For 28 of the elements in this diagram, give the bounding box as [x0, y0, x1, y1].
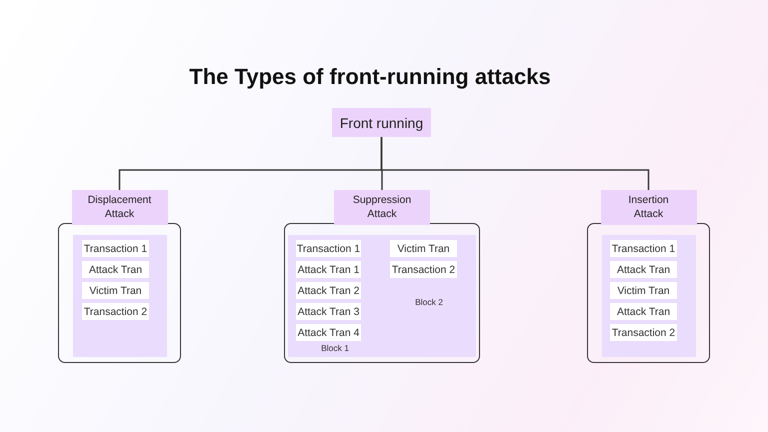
transaction-item: Transaction 2: [610, 324, 677, 341]
block-label: Block 2: [414, 297, 444, 307]
transaction-item: Attack Tran 3: [296, 303, 361, 320]
transaction-item: Transaction 1: [610, 240, 677, 257]
category-heading: Displacement Attack: [72, 190, 168, 225]
diagram-title: The Types of front-running attacks: [188, 64, 552, 90]
transaction-item: Attack Tran: [610, 303, 677, 320]
transaction-item: Victim Tran: [610, 282, 677, 299]
transaction-item: Victim Tran: [390, 240, 457, 257]
transaction-item: Transaction 2: [390, 261, 457, 278]
transaction-item: Attack Tran 2: [296, 282, 361, 299]
transaction-item: Transaction 1: [82, 240, 149, 257]
transaction-item: Transaction 2: [82, 303, 149, 320]
transaction-item: Attack Tran 1: [296, 261, 361, 278]
block-label: Block 1: [320, 343, 350, 353]
block-panel: [382, 235, 476, 357]
transaction-item: Attack Tran: [82, 261, 149, 278]
transaction-item: Attack Tran 4: [296, 324, 361, 341]
transaction-item: Transaction 1: [296, 240, 361, 257]
category-heading: Insertion Attack: [600, 190, 696, 225]
block-panel: [288, 235, 382, 357]
category-heading: Suppression Attack: [334, 190, 430, 225]
transaction-item: Attack Tran: [610, 261, 677, 278]
root-box: Front running: [332, 108, 431, 137]
transaction-item: Victim Tran: [82, 282, 149, 299]
connector-line: [380, 137, 650, 190]
block-panel: [73, 235, 167, 357]
block-panel: [602, 235, 696, 357]
